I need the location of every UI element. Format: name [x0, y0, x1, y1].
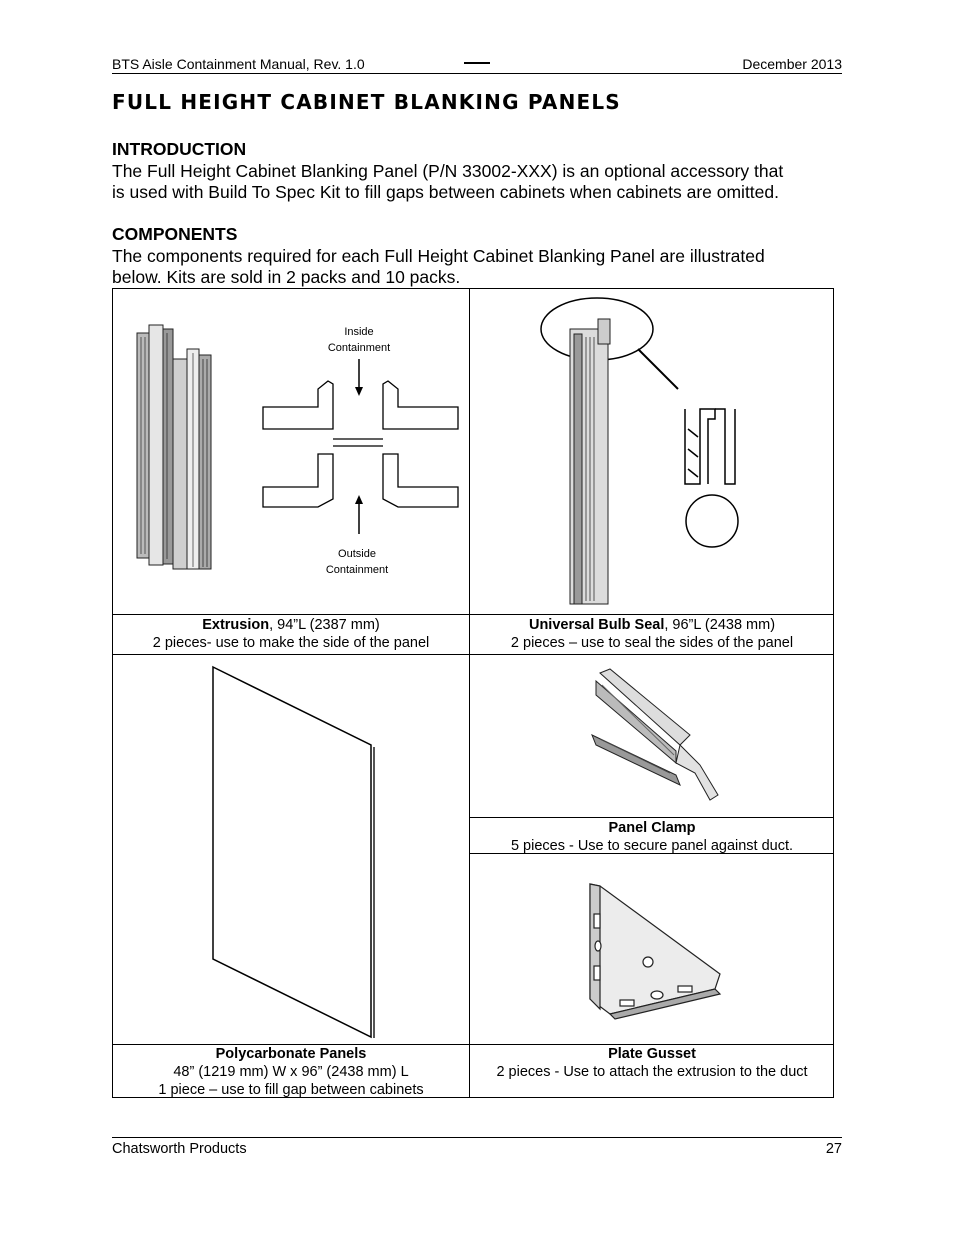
bulb-seal-desc: 2 pieces – use to seal the sides of the …: [510, 635, 794, 651]
page-header: BTS Aisle Containment Manual, Rev. 1.0 D…: [112, 55, 842, 74]
bulb-seal-name: Universal Bulb Seal: [528, 617, 665, 633]
plate-gusset-image: [470, 854, 834, 1044]
panel-clamp-desc: 5 pieces - Use to secure panel against d…: [510, 838, 794, 854]
header-manual-title: BTS Aisle Containment Manual, Rev. 1.0: [112, 56, 365, 72]
introduction-line-2: is used with Build To Spec Kit to fill g…: [112, 182, 779, 202]
polycarbonate-name: Polycarbonate Panels: [215, 1046, 367, 1062]
page-title: FULL HEIGHT CABINET BLANKING PANELS: [112, 90, 621, 114]
table-divider-vertical: [469, 289, 470, 1097]
page-footer: Chatsworth Products 27: [112, 1137, 842, 1157]
header-rule-mark: [464, 62, 490, 64]
extrusion-image: Inside Containment Outside Containment: [113, 289, 469, 614]
table-divider: [113, 1044, 833, 1045]
introduction-section: INTRODUCTION The Full Height Cabinet Bla…: [112, 139, 842, 204]
plate-gusset-caption: Plate Gusset 2 pieces - Use to attach th…: [470, 1045, 834, 1081]
label-inside-containment: Containment: [328, 342, 390, 354]
label-inside: Inside: [344, 326, 373, 338]
bulb-seal-spec: , 96”L (2438 mm): [664, 617, 776, 633]
polycarbonate-caption: Polycarbonate Panels 48” (1219 mm) W x 9…: [113, 1045, 469, 1099]
introduction-heading: INTRODUCTION: [112, 139, 247, 159]
plate-gusset-desc: 2 pieces - Use to attach the extrusion t…: [496, 1064, 808, 1080]
polycarbonate-image: [113, 655, 469, 1044]
bulb-seal-image: [470, 289, 834, 614]
panel-clamp-name: Panel Clamp: [608, 820, 696, 836]
table-divider: [113, 654, 833, 655]
extrusion-desc: 2 pieces- use to make the side of the pa…: [152, 635, 430, 651]
extrusion-spec: , 94”L (2387 mm): [269, 617, 380, 633]
table-divider: [113, 614, 833, 615]
components-line-1: The components required for each Full He…: [112, 245, 765, 266]
introduction-line-1: The Full Height Cabinet Blanking Panel (…: [112, 160, 784, 181]
components-heading: COMPONENTS: [112, 224, 238, 244]
extrusion-caption: Extrusion, 94”L (2387 mm) 2 pieces- use …: [113, 616, 469, 652]
panel-clamp-caption: Panel Clamp 5 pieces - Use to secure pan…: [470, 819, 834, 855]
label-outside: Outside: [338, 548, 376, 560]
components-section: COMPONENTS The components required for e…: [112, 224, 842, 289]
bulb-seal-caption: Universal Bulb Seal, 96”L (2438 mm) 2 pi…: [470, 616, 834, 652]
header-date: December 2013: [742, 56, 842, 72]
polycarbonate-spec: 48” (1219 mm) W x 96” (2438 mm) L: [173, 1064, 409, 1080]
table-divider: [469, 853, 833, 854]
label-outside-containment: Containment: [326, 564, 388, 576]
polycarbonate-desc: 1 piece – use to fill gap between cabine…: [158, 1082, 424, 1098]
components-line-2: below. Kits are sold in 2 packs and 10 p…: [112, 267, 461, 287]
extrusion-name: Extrusion: [202, 617, 270, 633]
plate-gusset-name: Plate Gusset: [608, 1046, 696, 1062]
page-number: 27: [825, 1141, 842, 1157]
panel-clamp-image: [470, 655, 834, 817]
components-table: Inside Containment Outside Containment: [112, 288, 834, 1098]
footer-company: Chatsworth Products: [112, 1141, 247, 1157]
table-divider: [469, 817, 833, 818]
